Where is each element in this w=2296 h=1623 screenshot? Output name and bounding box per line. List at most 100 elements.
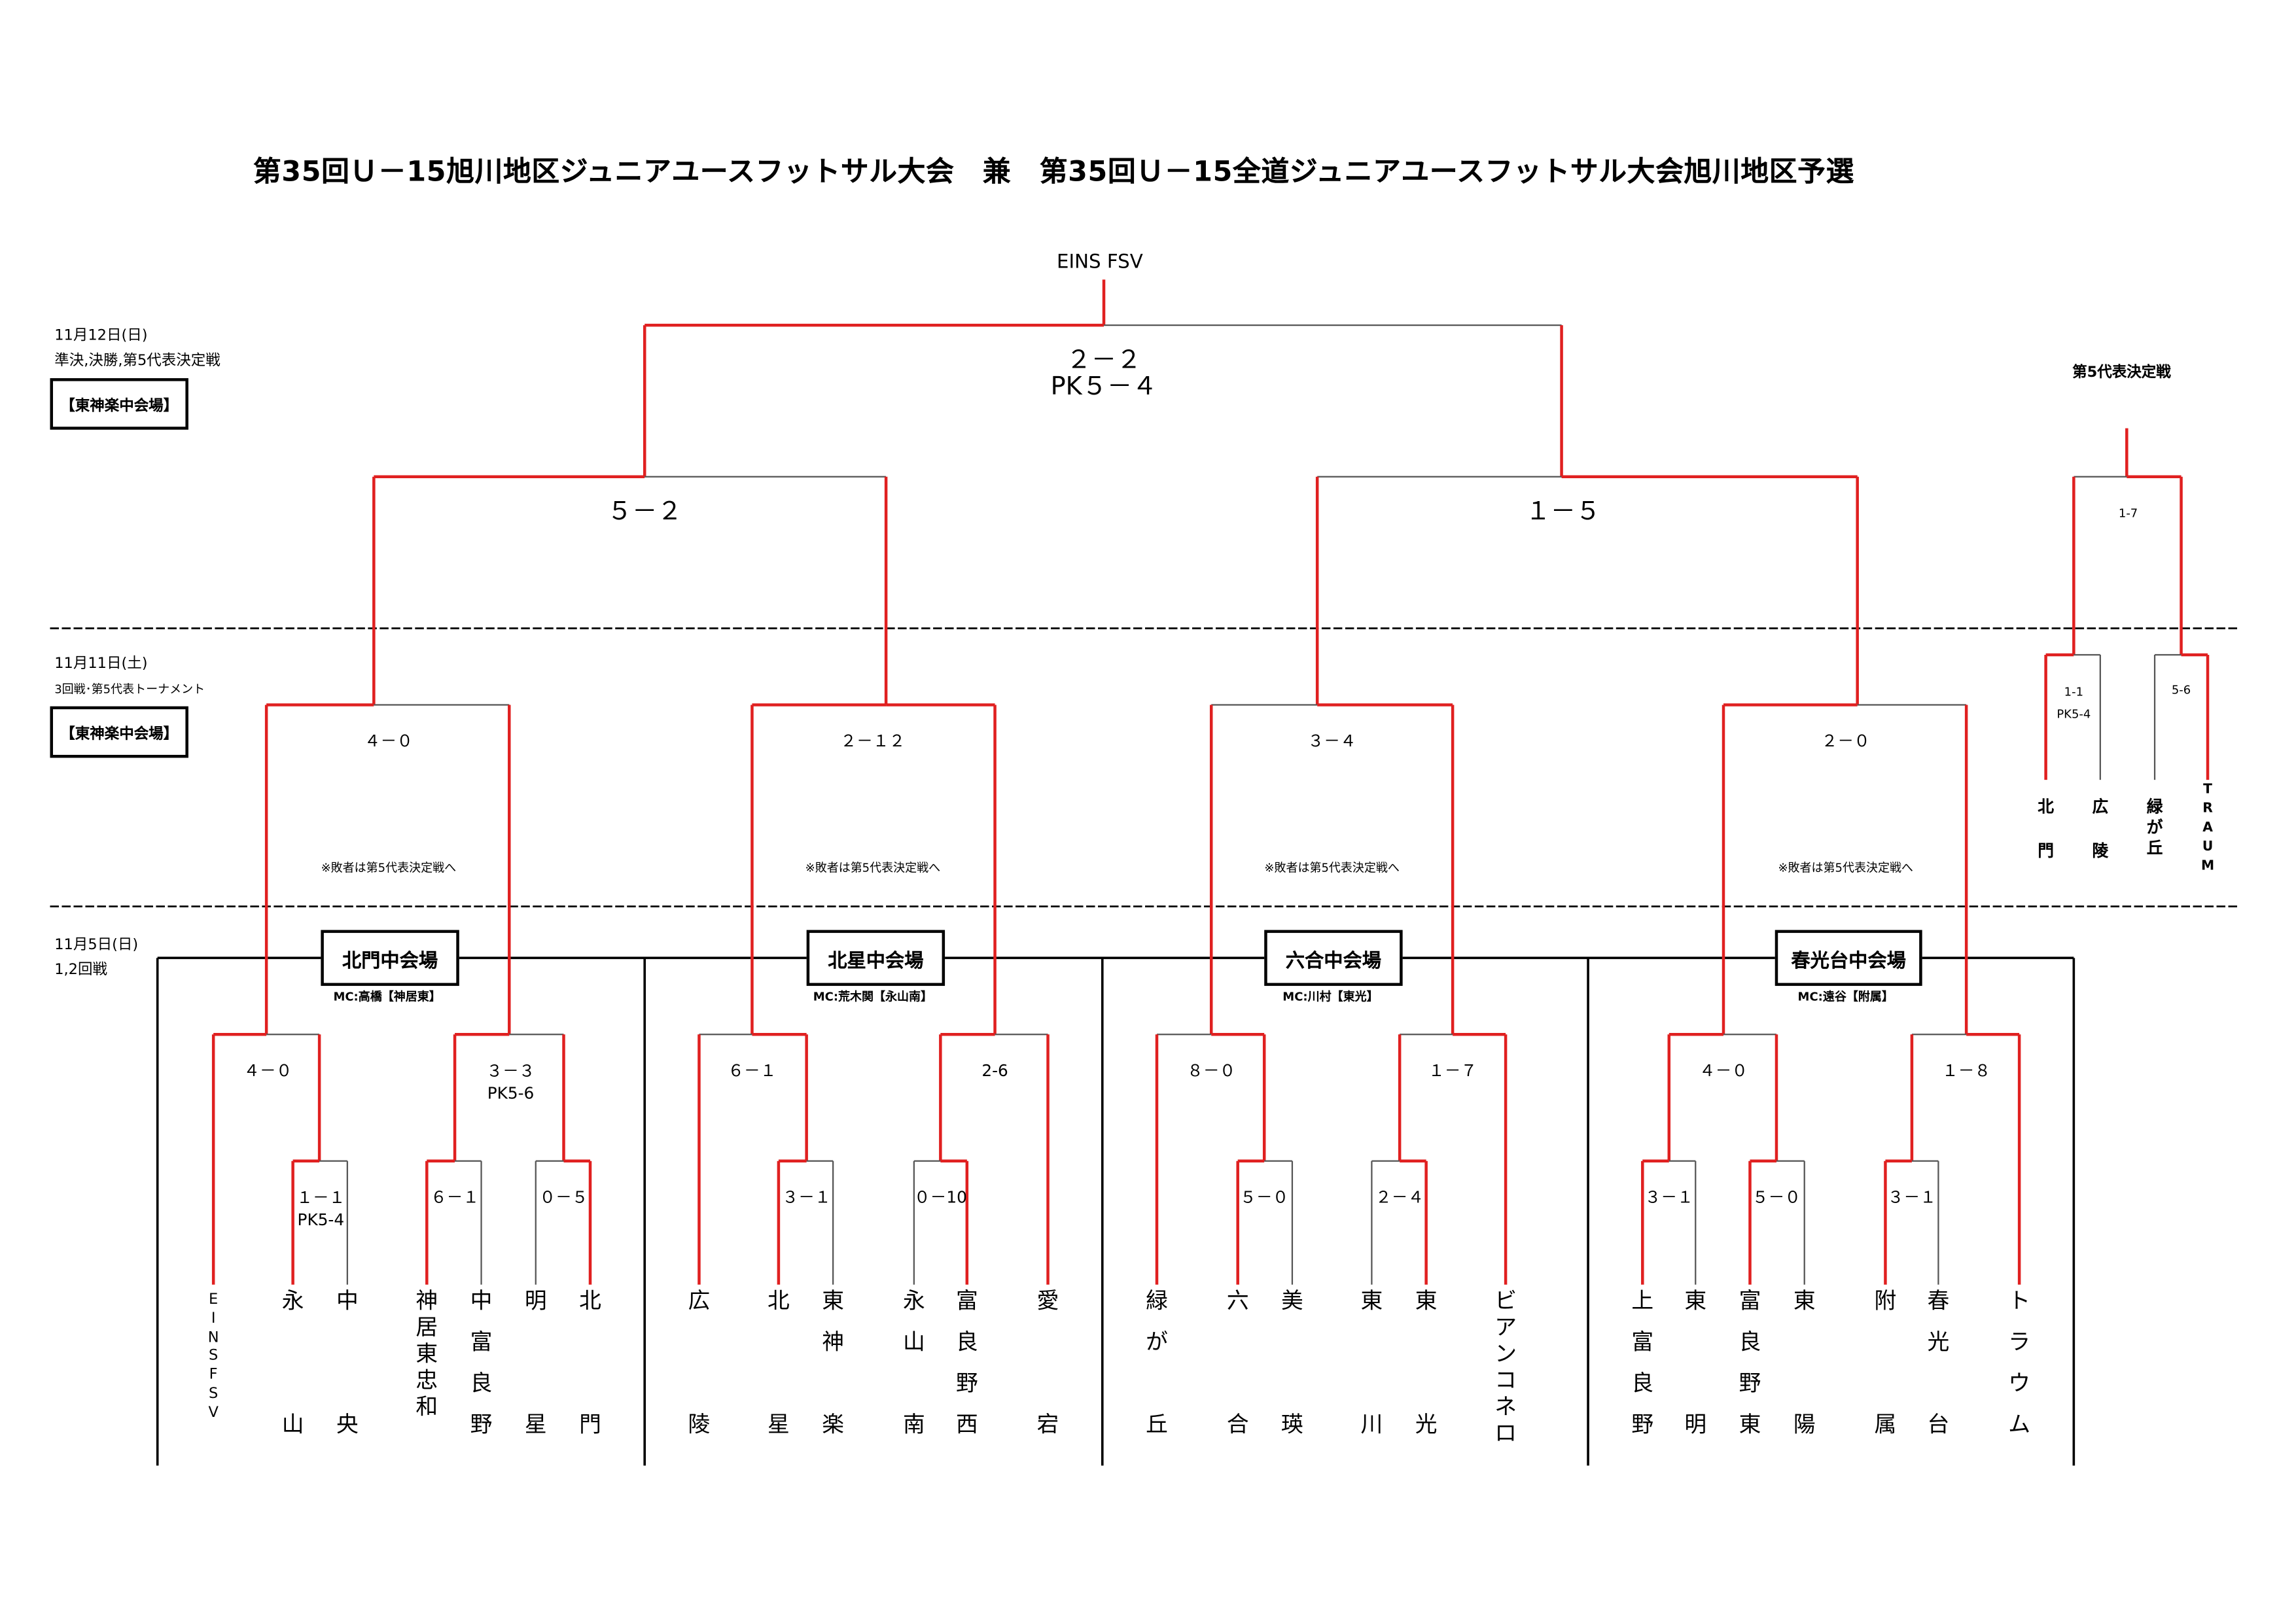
r1-score-5: ０－10 [913,1187,967,1208]
team-11-char-2: 野 [955,1370,978,1397]
fifth-team-3-char-4: M [2200,859,2215,875]
day3-date: 11月5日(日) [54,937,139,954]
fifth-team-0-char-0: 北 [2038,797,2054,817]
team-24: 春光台 [1927,1287,1950,1456]
team-23: 附属 [1875,1290,1897,1456]
fifth-team-1-char-1: 陵 [2092,841,2109,861]
team-14: 六合 [1226,1287,1249,1456]
team-6: 北門 [579,1287,601,1456]
team-11: 富良野西 [955,1290,978,1456]
fifth-team-3-char-1: R [2202,801,2213,817]
venue-box-shunkodai: 春光台中会場 [1775,930,1922,986]
team-20: 東明 [1684,1287,1707,1456]
team-20-char-0: 東 [1684,1287,1707,1314]
team-4-char-1: 富 [470,1329,493,1355]
team-19-char-2: 良 [1631,1370,1654,1397]
team-20-char-3: 明 [1684,1411,1707,1438]
r1-score-1-main: １－１ [296,1188,345,1208]
team-15: 美瑛 [1281,1287,1303,1456]
fifth-team-0-char-1: 門 [2038,841,2054,861]
team-7-char-3: 陵 [688,1411,711,1438]
team-3-char-2: 東 [415,1340,438,1367]
team-3-char-1: 居 [415,1314,438,1341]
team-3: 神居東忠和 [415,1287,438,1423]
team-18-char-5: ロ [1494,1420,1517,1447]
venue-box-hokusei: 北星中会場 [806,930,945,986]
fifth-semi1-pk: PK5-4 [2057,707,2091,722]
day2-round: 3回戦･第5代表トーナメント [54,682,205,696]
fifth-semi1-score: 1-1 PK5-4 [2057,681,2091,725]
fifth-team-3-char-0: T [2203,782,2212,798]
team-22-char-3: 陽 [1793,1411,1816,1438]
team-2-char-3: 央 [336,1411,359,1438]
team-10: 永山南 [902,1290,925,1456]
team-8-char-3: 星 [768,1411,790,1438]
fifth-team-3-char-3: U [2202,840,2214,855]
team-3-char-3: 忠 [415,1367,438,1394]
team-9-char-1: 神 [822,1329,845,1355]
venue-mc-hokumon: MC:高橋【神居東】 [333,990,441,1004]
team-0-char-4: F [209,1367,218,1384]
team-21-char-1: 良 [1739,1329,1761,1355]
team-1-char-3: 山 [281,1411,304,1438]
team-17-char-3: 光 [1415,1411,1438,1438]
team-18-char-2: ン [1494,1340,1517,1367]
team-6-char-0: 北 [579,1287,601,1314]
team-22-char-0: 東 [1793,1287,1816,1314]
r1-score-10: ３－１ [1887,1187,1937,1208]
fifth-team-2: 緑が丘 [2146,798,2163,860]
r2-score-5: ８－０ [1187,1061,1236,1081]
day1-round: 準決,決勝,第5代表決定戦 [54,353,221,370]
team-13-char-0: 緑 [1146,1287,1168,1314]
team-17: 東光 [1415,1290,1438,1456]
r2-score-2-pk: PK5-6 [487,1084,535,1104]
r1-score-2: ６－１ [430,1187,480,1208]
team-12: 愛宕 [1036,1290,1059,1456]
team-7: 広陵 [688,1287,711,1456]
team-11-char-1: 良 [955,1329,978,1355]
team-7-char-0: 広 [688,1287,711,1314]
r2-score-1: ４－０ [243,1061,292,1081]
team-0-char-0: E [209,1291,219,1308]
team-15-char-0: 美 [1281,1287,1303,1314]
day3-round: 1,2回戦 [54,962,107,979]
team-3-char-4: 和 [415,1393,438,1420]
team-1: 永山 [281,1290,304,1456]
fifth-team-2-char-1: が [2146,818,2163,837]
team-25-char-2: ウ [2008,1370,2031,1397]
team-21-char-2: 野 [1739,1370,1761,1397]
r1-score-1: １－１ PK5-4 [296,1187,345,1232]
loser-note-4: ※敗者は第5代表決定戦へ [1778,861,1913,875]
team-11-char-3: 西 [955,1411,978,1438]
team-14-char-0: 六 [1226,1287,1249,1314]
r2-score-7: ４－０ [1699,1061,1748,1081]
team-9-char-0: 東 [822,1287,845,1314]
team-24-char-0: 春 [1927,1287,1950,1314]
semifinal-left-score: ５－２ [607,497,682,527]
team-3-char-0: 神 [415,1287,438,1314]
venue-mc-rokugo: MC:川村【東光】 [1282,990,1379,1004]
team-21-char-3: 東 [1739,1411,1761,1438]
team-8-char-0: 北 [768,1287,790,1314]
team-4-char-2: 良 [470,1370,493,1397]
team-25-char-3: ム [2008,1411,2031,1438]
r2-score-2-main: ３－３ [486,1062,535,1081]
team-18-char-4: ネ [1494,1393,1517,1420]
team-18-char-3: コ [1494,1367,1517,1394]
venue-mc-shunkodai: MC:遠谷【附属】 [1797,990,1894,1004]
fifth-semi1-main: 1-1 [2064,685,2084,699]
venue-box-rokugo: 六合中会場 [1264,930,1403,986]
page-title: 第35回Ｕ－15旭川地区ジュニアユースフットサル大会 兼 第35回Ｕ－15全道ジ… [253,156,1854,188]
fifth-team-2-char-2: 丘 [2146,839,2163,858]
team-19: 上富良野 [1631,1290,1654,1456]
team-12-char-3: 宕 [1036,1411,1059,1438]
champion-label: EINS FSV [1057,251,1143,274]
r1-score-9: ５－０ [1752,1187,1801,1208]
team-21-char-0: 富 [1739,1287,1761,1314]
r1-score-3: ０－５ [539,1187,588,1208]
team-14-char-3: 合 [1226,1411,1249,1438]
team-4-char-0: 中 [470,1287,493,1314]
team-10-char-1: 山 [902,1329,925,1355]
